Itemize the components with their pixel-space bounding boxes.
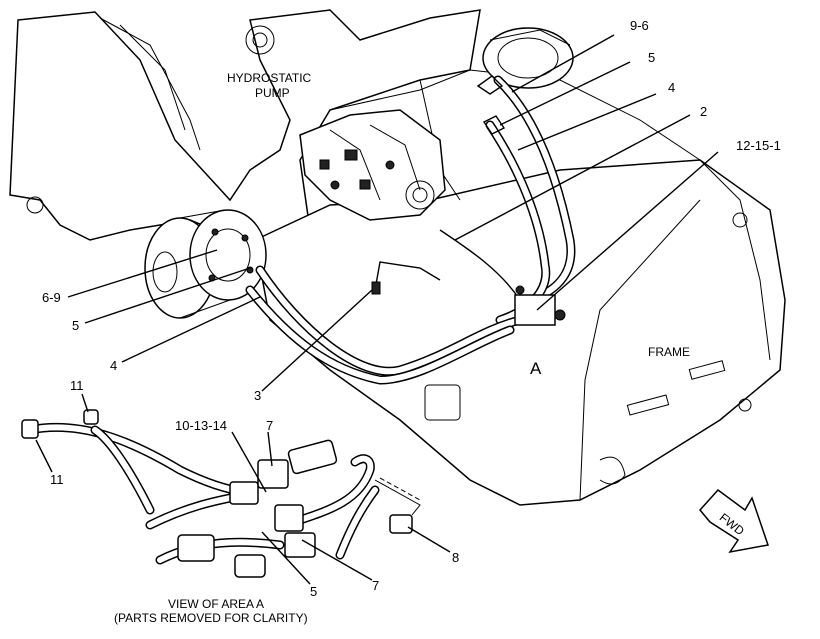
view-caption-line2: (PARTS REMOVED FOR CLARITY): [114, 611, 308, 625]
hydraulic-hoses-drawing: [245, 75, 576, 385]
hydrostatic-pump-label-line1: HYDROSTATIC: [227, 71, 312, 85]
callout-5-left: 5: [72, 318, 79, 333]
area-a-label: A: [530, 359, 542, 378]
callout-2: 2: [700, 104, 707, 119]
callout-11-bottom: 11: [50, 472, 64, 487]
callout-4-top: 4: [668, 80, 675, 95]
callout-5-bottom: 5: [310, 584, 317, 599]
area-a-detail-drawing: [21, 409, 421, 578]
callout-12-15-1: 12-15-1: [736, 138, 781, 153]
machine-frame-drawing: [9, 9, 786, 506]
callout-3: 3: [254, 388, 261, 403]
forward-arrow-icon: FWD: [699, 488, 769, 554]
hydrostatic-pump-label-line2: PUMP: [255, 86, 290, 100]
callout-11-top: 11: [70, 378, 84, 393]
callout-4-left: 4: [110, 358, 117, 373]
callout-7-bottom: 7: [372, 578, 379, 593]
left-drive-motor-drawing: [144, 209, 267, 319]
hydrostatic-pump-drawing: [299, 109, 446, 221]
view-caption-line1: VIEW OF AREA A: [168, 597, 264, 611]
callout-6-9: 6-9: [42, 290, 61, 305]
leader-lines: [35, 34, 719, 585]
callout-8: 8: [452, 550, 459, 565]
callout-7-top: 7: [266, 418, 273, 433]
callout-10-13-14: 10-13-14: [175, 418, 227, 433]
callout-5-top: 5: [648, 50, 655, 65]
callout-9-6: 9-6: [630, 18, 649, 33]
frame-label: FRAME: [648, 345, 690, 359]
